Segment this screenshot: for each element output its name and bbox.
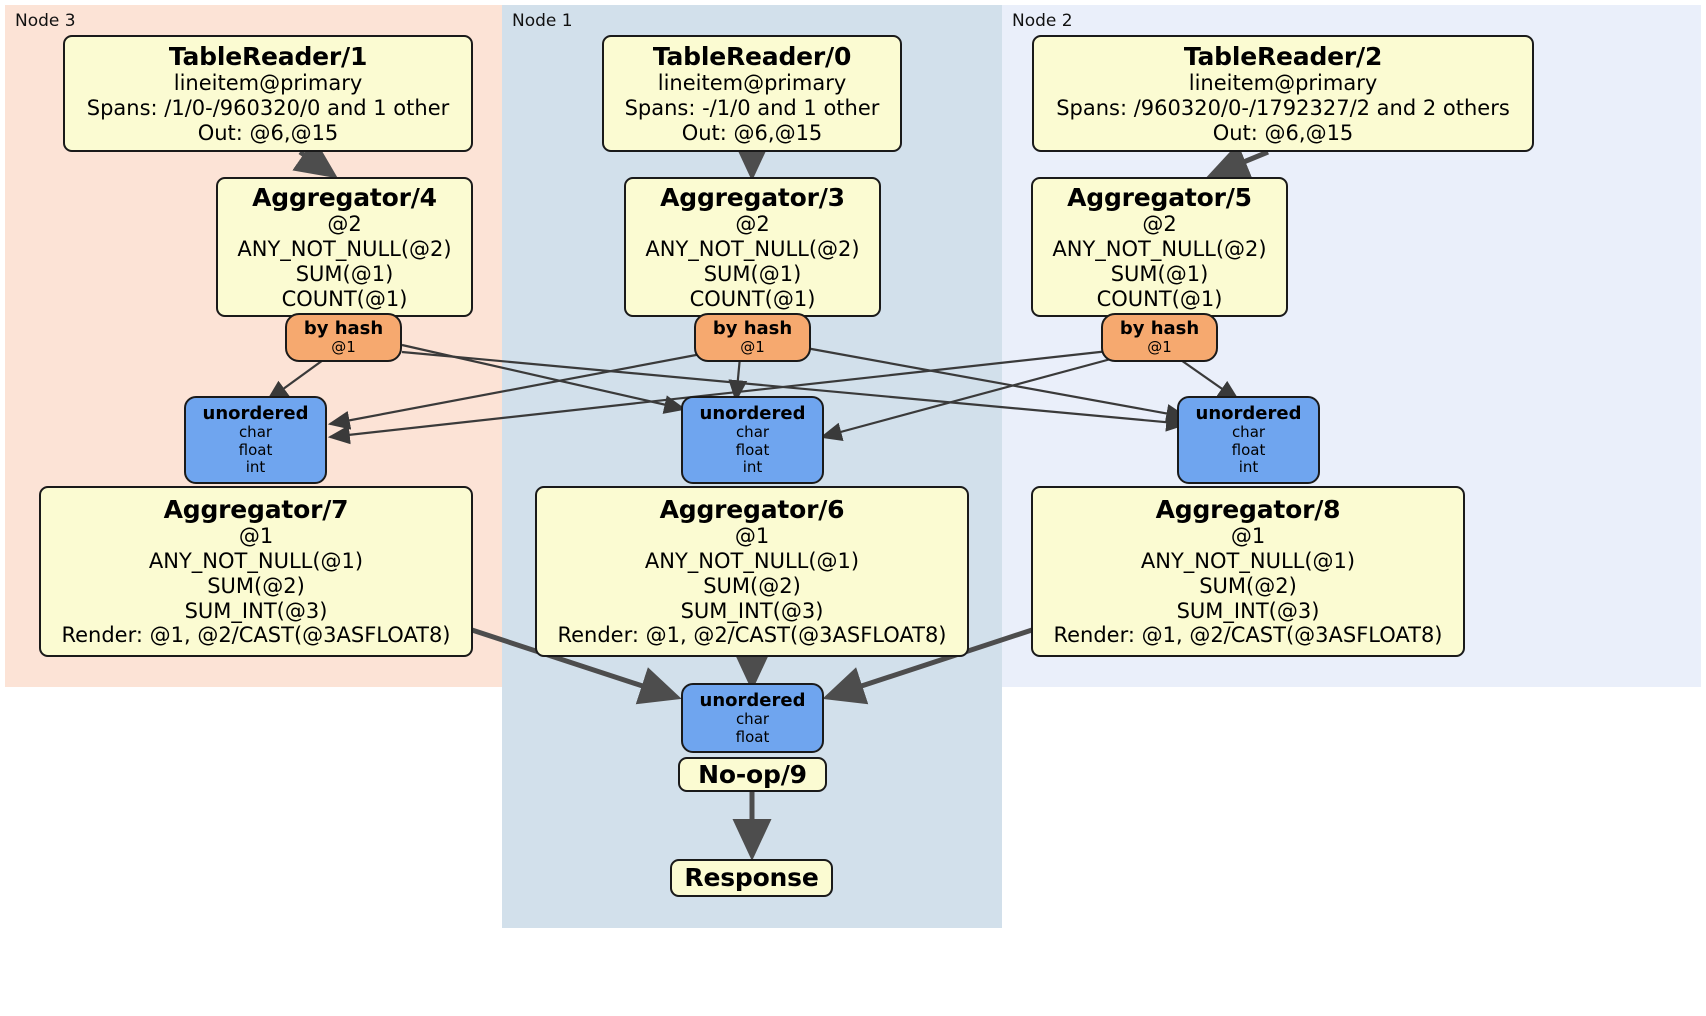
unordered-final-merge-title: unordered [699, 689, 806, 711]
aggregator-8-render: Render: @1, @2/CAST(@3ASFLOAT8) [1053, 623, 1443, 648]
hash-router-node3-title: by hash [303, 318, 384, 340]
table-reader-2[interactable]: TableReader/2 lineitem@primary Spans: /9… [1032, 35, 1534, 152]
table-reader-0-spans: Spans: -/1/0 and 1 other [624, 95, 880, 120]
aggregator-8[interactable]: Aggregator/8 @1 ANY_NOT_NULL(@1) SUM(@2)… [1031, 486, 1465, 657]
aggregator-5-agg1: ANY_NOT_NULL(@2) [1052, 236, 1267, 261]
aggregator-4-agg3: COUNT(@1) [281, 286, 408, 311]
aggregator-6-agg1: ANY_NOT_NULL(@1) [644, 549, 860, 574]
aggregator-4[interactable]: Aggregator/4 @2 ANY_NOT_NULL(@2) SUM(@1)… [216, 177, 473, 317]
table-reader-1-table: lineitem@primary [173, 71, 363, 96]
aggregator-5-group: @2 [1142, 212, 1177, 237]
aggregator-6-group: @1 [734, 524, 770, 549]
unordered-sync-node1-type2: float [735, 440, 770, 459]
table-reader-0-title: TableReader/0 [652, 41, 852, 71]
unordered-sync-node1[interactable]: unordered char float int [681, 396, 824, 484]
table-reader-1-title: TableReader/1 [168, 41, 368, 71]
aggregator-8-agg1: ANY_NOT_NULL(@1) [1140, 549, 1356, 574]
aggregator-6-title: Aggregator/6 [659, 494, 845, 524]
table-reader-1-out: Out: @6,@15 [197, 120, 339, 145]
unordered-final-merge-type2: float [735, 727, 770, 746]
no-op-9-title: No-op/9 [698, 759, 807, 789]
table-reader-0[interactable]: TableReader/0 lineitem@primary Spans: -/… [602, 35, 902, 152]
unordered-sync-node3-type2: float [238, 440, 273, 459]
unordered-sync-node2-title: unordered [1195, 402, 1302, 424]
aggregator-4-agg1: ANY_NOT_NULL(@2) [237, 236, 452, 261]
aggregator-7-agg3: SUM_INT(@3) [184, 598, 328, 623]
aggregator-7-group: @1 [238, 524, 274, 549]
hash-router-node1[interactable]: by hash @1 [694, 313, 811, 362]
table-reader-0-out: Out: @6,@15 [681, 120, 823, 145]
node-panel-label-node1: Node 1 [512, 11, 573, 31]
hash-router-node1-title: by hash [712, 318, 793, 340]
table-reader-0-table: lineitem@primary [657, 71, 847, 96]
hash-router-node2-column: @1 [1147, 338, 1172, 357]
aggregator-6[interactable]: Aggregator/6 @1 ANY_NOT_NULL(@1) SUM(@2)… [535, 486, 969, 657]
hash-router-node3-column: @1 [331, 338, 356, 357]
aggregator-3-agg3: COUNT(@1) [689, 286, 816, 311]
aggregator-4-agg2: SUM(@1) [295, 261, 394, 286]
unordered-sync-node3-type1: char [238, 423, 273, 442]
aggregator-5-agg3: COUNT(@1) [1096, 286, 1223, 311]
aggregator-7-render: Render: @1, @2/CAST(@3ASFLOAT8) [61, 623, 451, 648]
table-reader-2-table: lineitem@primary [1188, 71, 1378, 96]
aggregator-3-agg1: ANY_NOT_NULL(@2) [645, 236, 860, 261]
table-reader-2-out: Out: @6,@15 [1212, 120, 1354, 145]
node-panel-label-node2: Node 2 [1012, 11, 1073, 31]
unordered-sync-node1-type3: int [742, 458, 763, 477]
unordered-sync-node2-type1: char [1231, 423, 1266, 442]
response-node[interactable]: Response [670, 859, 833, 897]
aggregator-5-title: Aggregator/5 [1067, 182, 1252, 212]
aggregator-8-agg3: SUM_INT(@3) [1176, 598, 1320, 623]
table-reader-2-title: TableReader/2 [1183, 41, 1383, 71]
node-panel-label-node3: Node 3 [15, 11, 76, 31]
response-node-title: Response [684, 863, 819, 893]
aggregator-6-agg3: SUM_INT(@3) [680, 598, 824, 623]
hash-router-node3[interactable]: by hash @1 [285, 313, 402, 362]
aggregator-3-title: Aggregator/3 [660, 182, 845, 212]
aggregator-7[interactable]: Aggregator/7 @1 ANY_NOT_NULL(@1) SUM(@2)… [39, 486, 473, 657]
aggregator-8-title: Aggregator/8 [1155, 494, 1341, 524]
table-reader-2-spans: Spans: /960320/0-/1792327/2 and 2 others [1056, 95, 1510, 120]
unordered-sync-node3-title: unordered [202, 402, 309, 424]
hash-router-node2-title: by hash [1119, 318, 1200, 340]
aggregator-5[interactable]: Aggregator/5 @2 ANY_NOT_NULL(@2) SUM(@1)… [1031, 177, 1288, 317]
aggregator-8-group: @1 [1230, 524, 1266, 549]
hash-router-node1-column: @1 [740, 338, 765, 357]
unordered-sync-node3[interactable]: unordered char float int [184, 396, 327, 484]
aggregator-8-agg2: SUM(@2) [1199, 573, 1297, 598]
aggregator-7-agg1: ANY_NOT_NULL(@1) [148, 549, 364, 574]
aggregator-6-render: Render: @1, @2/CAST(@3ASFLOAT8) [557, 623, 947, 648]
table-reader-1[interactable]: TableReader/1 lineitem@primary Spans: /1… [63, 35, 473, 152]
aggregator-7-agg2: SUM(@2) [207, 573, 305, 598]
unordered-sync-node3-type3: int [245, 458, 266, 477]
unordered-sync-node2[interactable]: unordered char float int [1177, 396, 1320, 484]
aggregator-4-group: @2 [327, 212, 362, 237]
unordered-final-merge-type1: char [735, 709, 770, 728]
aggregator-3-group: @2 [735, 212, 770, 237]
aggregator-3-agg2: SUM(@1) [703, 261, 802, 286]
aggregator-3[interactable]: Aggregator/3 @2 ANY_NOT_NULL(@2) SUM(@1)… [624, 177, 881, 317]
aggregator-6-agg2: SUM(@2) [703, 573, 801, 598]
hash-router-node2[interactable]: by hash @1 [1101, 313, 1218, 362]
unordered-sync-node2-type2: float [1231, 440, 1266, 459]
aggregator-7-title: Aggregator/7 [163, 494, 349, 524]
no-op-9[interactable]: No-op/9 [678, 757, 827, 792]
unordered-sync-node2-type3: int [1238, 458, 1259, 477]
unordered-sync-node1-title: unordered [699, 402, 806, 424]
unordered-sync-node1-type1: char [735, 423, 770, 442]
aggregator-4-title: Aggregator/4 [252, 182, 437, 212]
table-reader-1-spans: Spans: /1/0-/960320/0 and 1 other [86, 95, 450, 120]
aggregator-5-agg2: SUM(@1) [1110, 261, 1209, 286]
unordered-final-merge[interactable]: unordered char float [681, 683, 824, 753]
